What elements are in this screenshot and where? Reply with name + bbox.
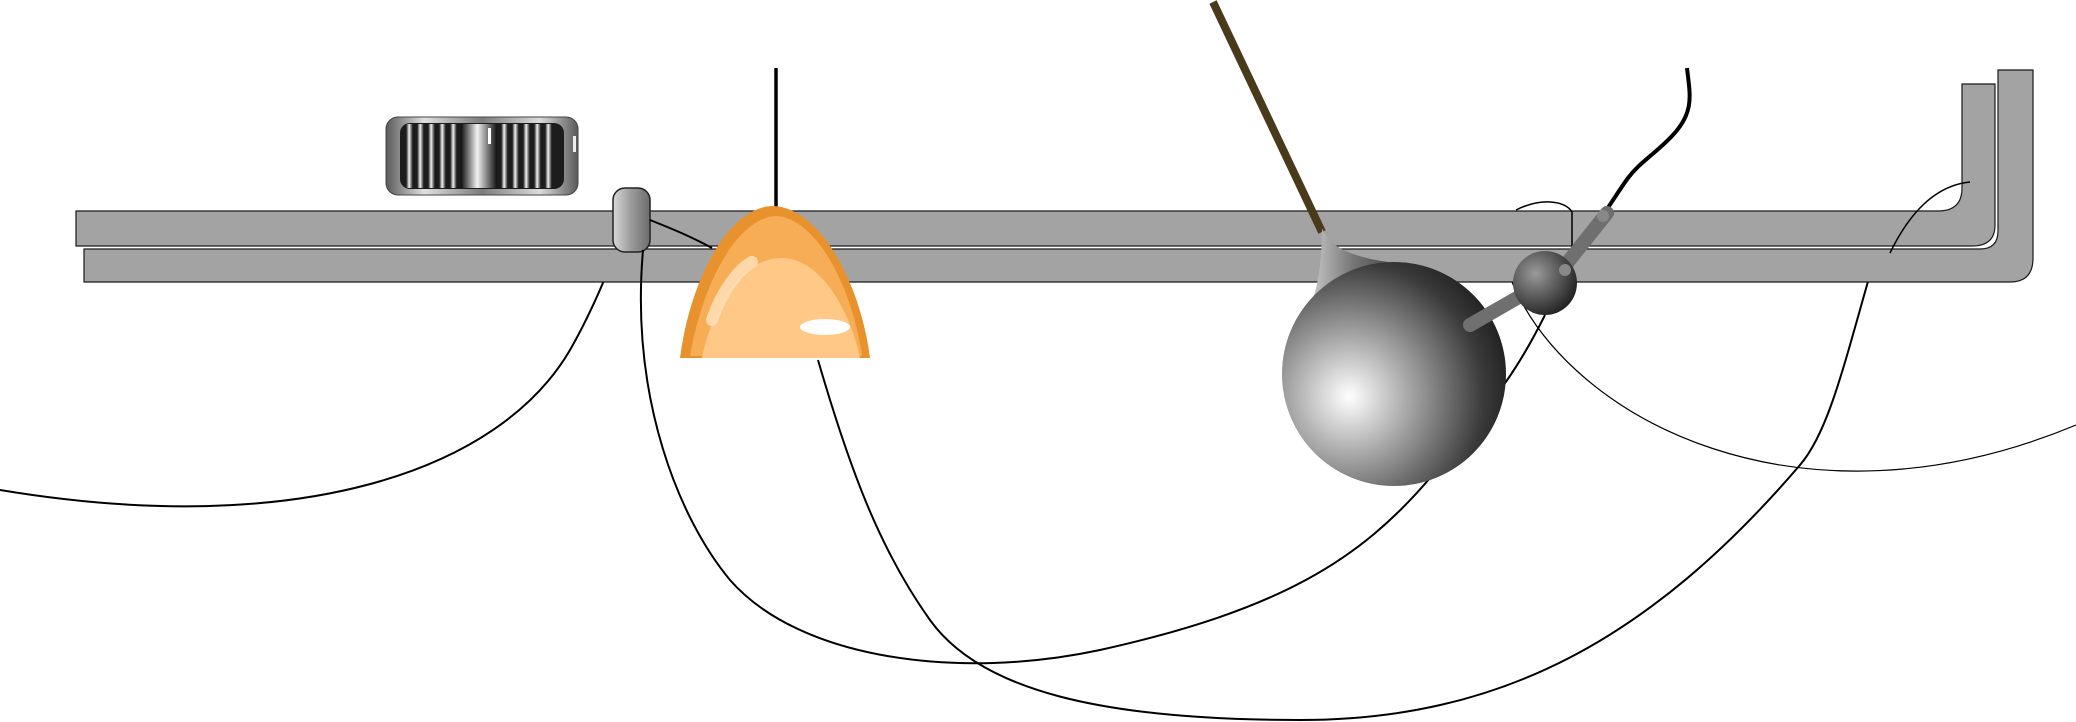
small-ball-joint bbox=[1463, 67, 1692, 332]
power-cables-front bbox=[639, 181, 1971, 665]
rail-clip bbox=[612, 187, 651, 253]
upper-rail bbox=[75, 83, 1996, 247]
orange-pendant-lamp bbox=[680, 68, 870, 358]
lower-rail bbox=[83, 69, 2034, 283]
ventilation-grille bbox=[385, 116, 579, 196]
suspension-rod bbox=[1209, 0, 1326, 234]
power-cables-back bbox=[0, 244, 2076, 722]
chrome-globe-lamp bbox=[1282, 228, 1506, 486]
